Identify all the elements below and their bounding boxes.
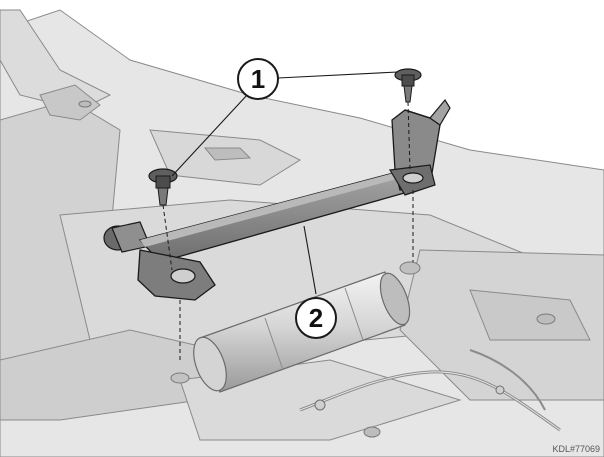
callout-2: 2 [295,297,337,339]
callout-1-label: 1 [251,64,265,94]
alignment-lines [162,101,414,360]
bracket [103,98,451,301]
bolt-right [394,68,422,103]
bolt-left [148,168,178,206]
callout-2-label: 2 [309,303,323,333]
callout-1: 1 [237,58,279,100]
leader-lines [171,71,399,295]
reference-code: KDL#77069 [552,444,600,454]
